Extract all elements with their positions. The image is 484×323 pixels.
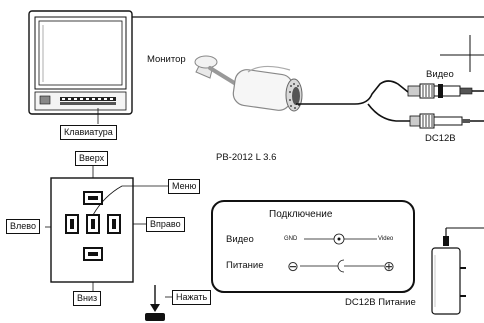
connection-box-frame bbox=[211, 200, 415, 293]
left-label: Влево bbox=[6, 219, 40, 234]
monitor-label: Монитор bbox=[147, 54, 186, 65]
video-label: Видео bbox=[426, 69, 454, 80]
plus-terminal-icon: ⊕ bbox=[383, 258, 395, 274]
power-supply-icon bbox=[431, 227, 484, 315]
monitor-icon bbox=[28, 10, 133, 115]
gnd-label: GND bbox=[284, 236, 298, 242]
video-row-label: Видео bbox=[226, 234, 254, 245]
dc-connector-icon bbox=[409, 113, 484, 129]
power-cable bbox=[367, 103, 410, 122]
press-label: Нажать bbox=[172, 290, 212, 305]
up-label: Вверх bbox=[75, 151, 109, 166]
right-label: Вправо bbox=[146, 217, 185, 232]
dc12v-label: DC12В bbox=[425, 133, 456, 144]
down-label: Вниз bbox=[73, 291, 102, 306]
power-supply-label: DC12В Питание bbox=[345, 297, 416, 308]
power-row-line bbox=[300, 259, 384, 273]
menu-label: Меню bbox=[168, 179, 201, 194]
camera-icon bbox=[194, 55, 303, 112]
menu-leader bbox=[92, 185, 168, 216]
camera-model-label: PB-2012 L 3.6 bbox=[216, 152, 277, 163]
press-arrow-icon bbox=[145, 285, 165, 321]
keypad bbox=[50, 177, 134, 283]
connection-title: Подключение bbox=[269, 209, 333, 220]
video-terminal-label: Video bbox=[378, 236, 394, 242]
video-connector-icon bbox=[407, 83, 484, 99]
camera-cable bbox=[296, 80, 409, 105]
keyboard-label: Клавиатура bbox=[60, 125, 117, 140]
minus-terminal-icon: ⊖ bbox=[287, 258, 299, 274]
power-row-label: Питание bbox=[226, 260, 264, 271]
video-row-line bbox=[304, 233, 377, 245]
